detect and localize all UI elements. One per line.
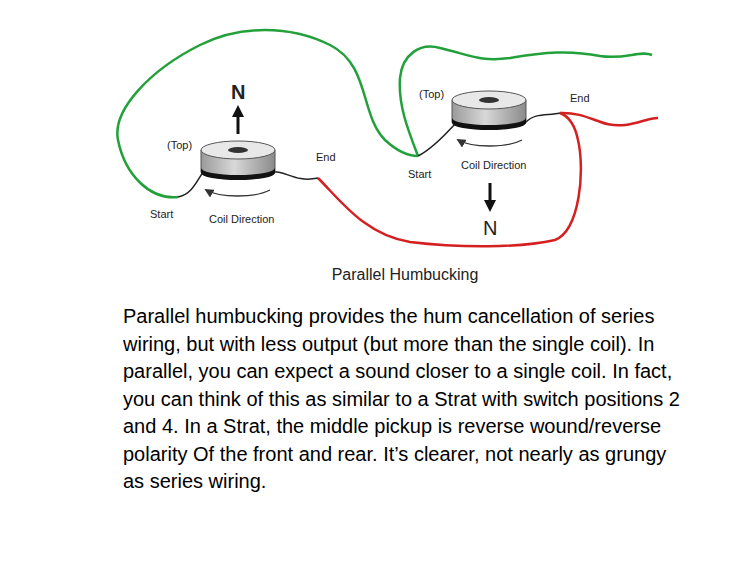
pickup-coil	[452, 91, 526, 130]
coil-lead	[525, 113, 560, 123]
diagram-title: Parallel Humbucking	[0, 266, 754, 284]
coil-lead	[418, 124, 455, 156]
top-label: (Top)	[417, 88, 446, 100]
red-wire	[560, 113, 658, 125]
lead-label: Start	[148, 208, 175, 220]
coil-lead	[178, 172, 203, 197]
top-label: (Top)	[165, 139, 194, 151]
coil-direction-arrow	[206, 190, 270, 196]
lead-label: End	[568, 92, 592, 104]
coil-direction-label: Coil Direction	[459, 159, 528, 171]
coil-direction-label: Coil Direction	[207, 213, 276, 225]
caption-paragraph: Parallel humbucking provides the hum can…	[123, 303, 688, 496]
green-wire	[117, 30, 418, 197]
north-arrow	[237, 111, 240, 134]
green-wire	[400, 47, 652, 156]
red-wire	[318, 113, 581, 246]
north-arrow	[489, 183, 492, 206]
lead-label: End	[314, 151, 338, 163]
pickup-coil	[201, 141, 275, 180]
pole-label: N	[229, 81, 247, 103]
coil-lead	[272, 172, 318, 179]
pole-label: N	[481, 217, 499, 239]
lead-label: Start	[406, 168, 433, 180]
coil-direction-arrow	[458, 140, 522, 146]
